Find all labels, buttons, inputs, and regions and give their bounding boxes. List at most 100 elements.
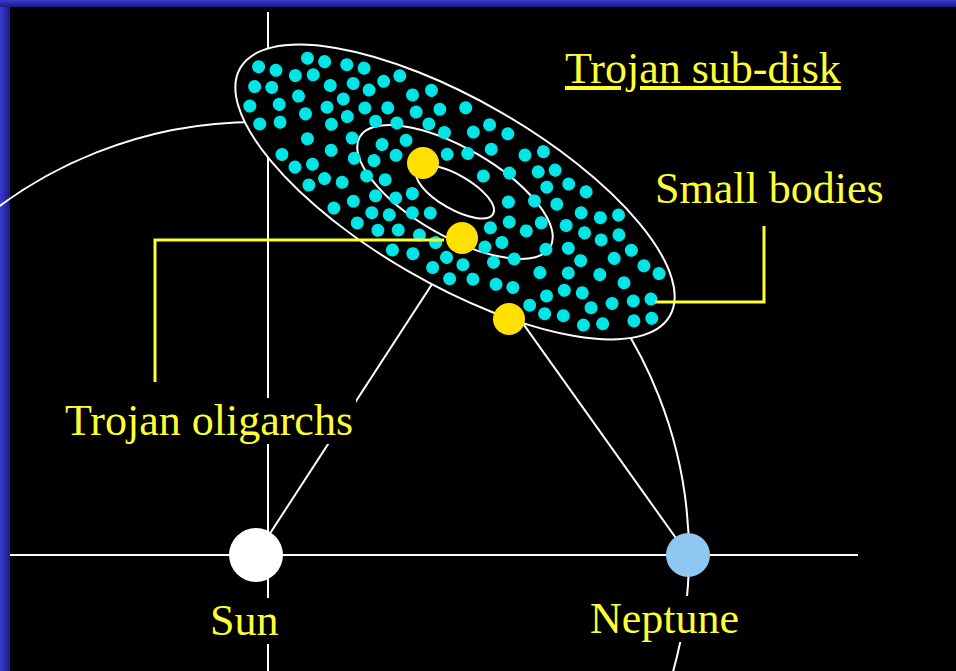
- oligarch-dot: [446, 222, 478, 254]
- small-body-dot: [436, 124, 454, 142]
- small-body-dot: [318, 98, 336, 116]
- small-body-dot: [388, 114, 406, 132]
- small-body-dot: [273, 146, 291, 164]
- small-body-dot: [603, 295, 621, 313]
- small-body-dot: [376, 171, 394, 189]
- small-body-dot: [241, 97, 259, 115]
- small-body-dot: [397, 131, 415, 149]
- small-body-dot: [367, 112, 385, 130]
- small-body-dot: [499, 125, 517, 143]
- small-body-dot: [557, 217, 575, 235]
- small-body-dot: [251, 115, 269, 133]
- small-body-dot: [363, 204, 381, 222]
- small-body-dot: [610, 206, 628, 224]
- leader-line: [155, 240, 444, 382]
- small-body-dot: [322, 141, 340, 159]
- x-axis: [10, 554, 858, 556]
- small-body-dot: [555, 281, 573, 299]
- title-label: Trojan sub-disk: [562, 46, 844, 92]
- slide-frame: [0, 0, 10, 671]
- small-body-dot: [387, 189, 405, 207]
- small-body-dot: [623, 241, 641, 259]
- small-body-dot: [423, 81, 441, 99]
- small-body-dot: [246, 78, 264, 96]
- small-body-dot: [343, 129, 361, 147]
- small-body-dot: [482, 219, 500, 237]
- small-body-dot: [379, 99, 397, 117]
- leader-line: [655, 226, 764, 302]
- small-body-dot: [290, 87, 308, 105]
- small-body-dot: [316, 170, 334, 188]
- small-body-dot: [300, 176, 318, 194]
- small-body-dot: [548, 195, 566, 213]
- small-body-dot: [297, 105, 315, 123]
- small-body-dot: [560, 175, 578, 193]
- small-body-dot: [481, 116, 499, 134]
- small-body-dot: [348, 214, 366, 232]
- small-body-dot: [316, 53, 334, 71]
- small-body-dot: [572, 204, 590, 222]
- small-body-dot: [487, 275, 505, 293]
- small-body-dot: [438, 145, 456, 163]
- small-body-dot: [572, 252, 590, 270]
- small-body-dot: [500, 193, 518, 211]
- small-body-dot: [615, 274, 633, 292]
- oligarch-dot: [493, 303, 525, 335]
- small-body-dot: [526, 192, 544, 210]
- small-body-dot: [474, 167, 492, 185]
- small-body-dot: [404, 245, 422, 263]
- small-body-dot: [538, 287, 556, 305]
- body-label: Neptune: [587, 596, 742, 642]
- small-body-dot: [605, 250, 623, 268]
- oligarch-dot: [407, 147, 439, 179]
- small-body-dot: [367, 187, 385, 205]
- small-body-dot: [420, 115, 438, 133]
- small-body-dot: [559, 264, 577, 282]
- small-body-dot: [375, 72, 393, 90]
- small-body-dot: [334, 90, 352, 108]
- small-body-dot: [594, 315, 612, 333]
- small-body-dot: [493, 234, 511, 252]
- neptune-disc: [666, 533, 710, 577]
- small-body-dot: [338, 56, 356, 74]
- small-body-dot: [271, 113, 289, 131]
- small-body-dot: [333, 173, 351, 191]
- small-body-dot: [529, 163, 547, 181]
- small-body-dot: [517, 222, 535, 240]
- small-body-dot: [642, 290, 660, 308]
- small-body-dot: [263, 79, 281, 97]
- small-body-dot: [325, 199, 343, 217]
- triangle-side: [256, 238, 462, 555]
- small-body-dot: [387, 146, 405, 164]
- small-body-dot: [421, 204, 439, 222]
- small-body-dot: [389, 221, 407, 239]
- small-body-dot: [535, 143, 553, 161]
- small-body-dot: [403, 185, 421, 203]
- small-body-dot: [650, 265, 668, 283]
- small-body-dot: [504, 279, 522, 297]
- small-body-dot: [344, 75, 362, 93]
- small-body-dot: [321, 77, 339, 95]
- small-body-dot: [403, 204, 421, 222]
- small-body-dot: [431, 100, 449, 118]
- small-body-dot: [592, 231, 610, 249]
- small-body-dot: [299, 130, 317, 148]
- small-body-dot: [532, 214, 550, 232]
- small-body-dot: [424, 259, 442, 277]
- small-body-dot: [459, 145, 477, 163]
- small-body-dot: [625, 312, 643, 330]
- slide-frame: [0, 0, 956, 7]
- sub-disk-ellipse: [338, 99, 573, 285]
- small-body-dot: [360, 81, 378, 99]
- small-body-dot: [573, 284, 591, 302]
- small-body-dot: [304, 66, 322, 84]
- small-body-dot: [287, 67, 305, 85]
- sun-disc: [229, 528, 283, 582]
- small-body-dot: [369, 221, 387, 239]
- small-body-dot: [457, 99, 475, 117]
- small-body-dot: [559, 239, 577, 257]
- small-body-dot: [373, 136, 391, 154]
- small-body-dot: [407, 103, 425, 121]
- small-body-dot: [500, 213, 518, 231]
